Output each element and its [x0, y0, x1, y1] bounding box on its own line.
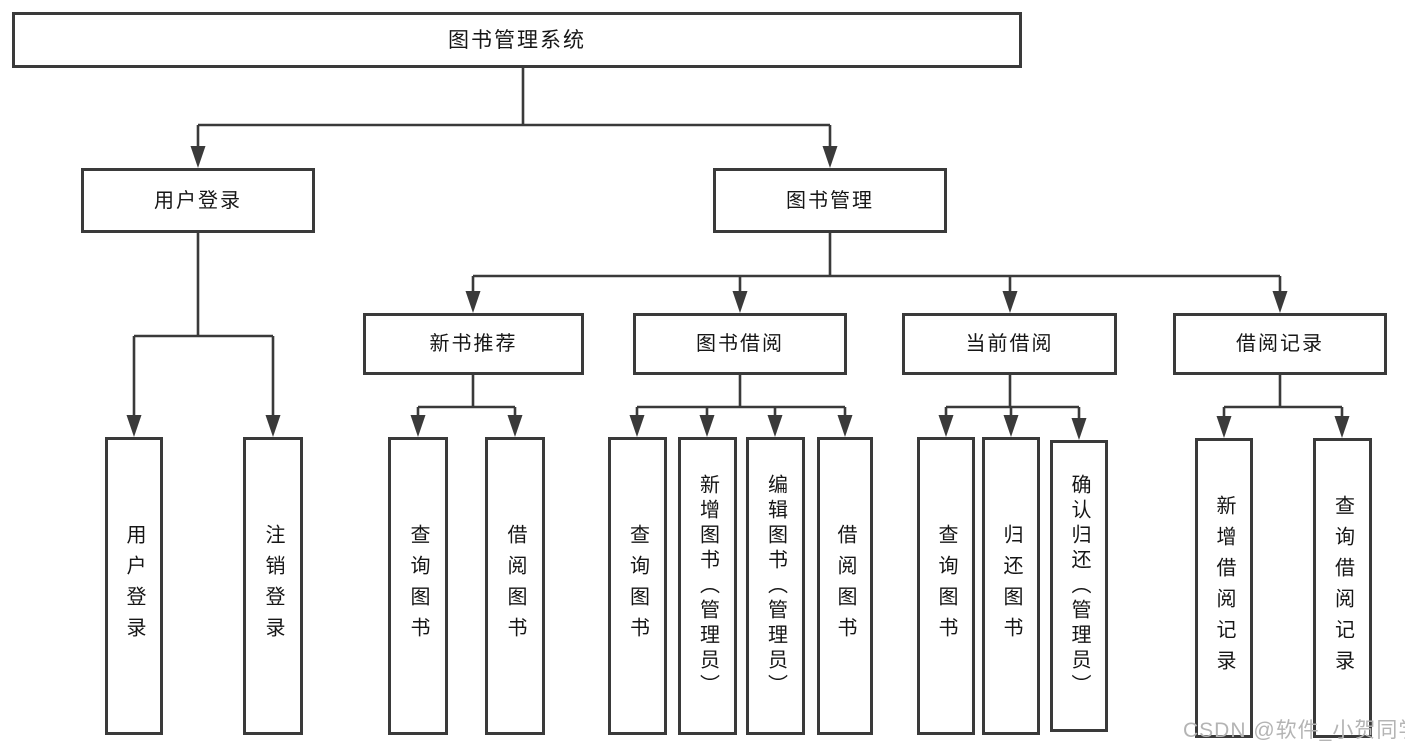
leaf-confirm-return-admin: 确认归还（管理员）: [1050, 440, 1108, 732]
leaf-edit-book-admin: 编辑图书（管理员）: [746, 437, 805, 735]
leaf-query-books-borrowing: 查询图书: [608, 437, 667, 735]
connector-current-borrowing: [944, 375, 1081, 420]
node-new-book-recommend-label: 新书推荐: [429, 333, 518, 355]
leaf-query-borrow-record: 查询借阅记录: [1313, 438, 1372, 738]
leaf-query-books-recommend-label: 查询图书: [407, 524, 429, 648]
leaf-user-login: 用户登录: [105, 437, 163, 735]
node-borrowing-records: 借阅记录: [1173, 313, 1387, 375]
node-current-borrowing: 当前借阅: [902, 313, 1117, 375]
leaf-add-borrow-record: 新增借阅记录: [1195, 438, 1253, 738]
leaf-logout: 注销登录: [243, 437, 303, 735]
leaf-borrow-books-recommend: 借阅图书: [485, 437, 545, 735]
node-user-login-label: 用户登录: [154, 189, 242, 212]
leaf-return-books: 归还图书: [982, 437, 1040, 735]
node-root: 图书管理系统: [12, 12, 1022, 68]
leaf-logout-label: 注销登录: [262, 524, 284, 648]
leaf-borrow-books-borrowing-label: 借阅图书: [834, 524, 856, 648]
connector-book-management: [471, 232, 1282, 293]
node-book-management-label: 图书管理: [786, 189, 874, 212]
connector-user-login: [132, 232, 275, 417]
node-book-management: 图书管理: [713, 168, 947, 233]
node-root-label: 图书管理系统: [448, 28, 586, 52]
leaf-query-books-recommend: 查询图书: [388, 437, 448, 735]
leaf-add-borrow-record-label: 新增借阅记录: [1213, 495, 1235, 681]
leaf-borrow-books-recommend-label: 借阅图书: [504, 524, 526, 648]
leaf-add-book-admin-label: 新增图书（管理员）: [696, 473, 719, 699]
csdn-watermark: CSDN @软件_小贺同学: [1183, 719, 1405, 742]
arrowheads: [126, 146, 1350, 440]
node-current-borrowing-label: 当前借阅: [965, 333, 1054, 355]
connector-book-borrowing: [635, 375, 847, 417]
leaf-return-books-label: 归还图书: [1000, 524, 1022, 648]
connector-new-book-recommend: [416, 375, 517, 417]
node-user-login: 用户登录: [81, 168, 315, 233]
node-new-book-recommend: 新书推荐: [363, 313, 584, 375]
leaf-confirm-return-admin-label: 确认归还（管理员）: [1068, 473, 1090, 699]
leaf-query-books-borrowing-label: 查询图书: [626, 524, 649, 648]
node-book-borrowing: 图书借阅: [633, 313, 847, 375]
leaf-add-book-admin: 新增图书（管理员）: [678, 437, 737, 735]
node-book-borrowing-label: 图书借阅: [696, 333, 784, 355]
connector-root: [196, 67, 832, 149]
connector-borrowing-records: [1222, 375, 1344, 418]
leaf-edit-book-admin-label: 编辑图书（管理员）: [764, 473, 787, 699]
node-borrowing-records-label: 借阅记录: [1236, 333, 1324, 355]
leaf-user-login-label: 用户登录: [123, 524, 145, 648]
leaf-query-books-current: 查询图书: [917, 437, 975, 735]
leaf-borrow-books-borrowing: 借阅图书: [817, 437, 873, 735]
leaf-query-borrow-record-label: 查询借阅记录: [1331, 495, 1354, 681]
leaf-query-books-current-label: 查询图书: [935, 524, 957, 648]
